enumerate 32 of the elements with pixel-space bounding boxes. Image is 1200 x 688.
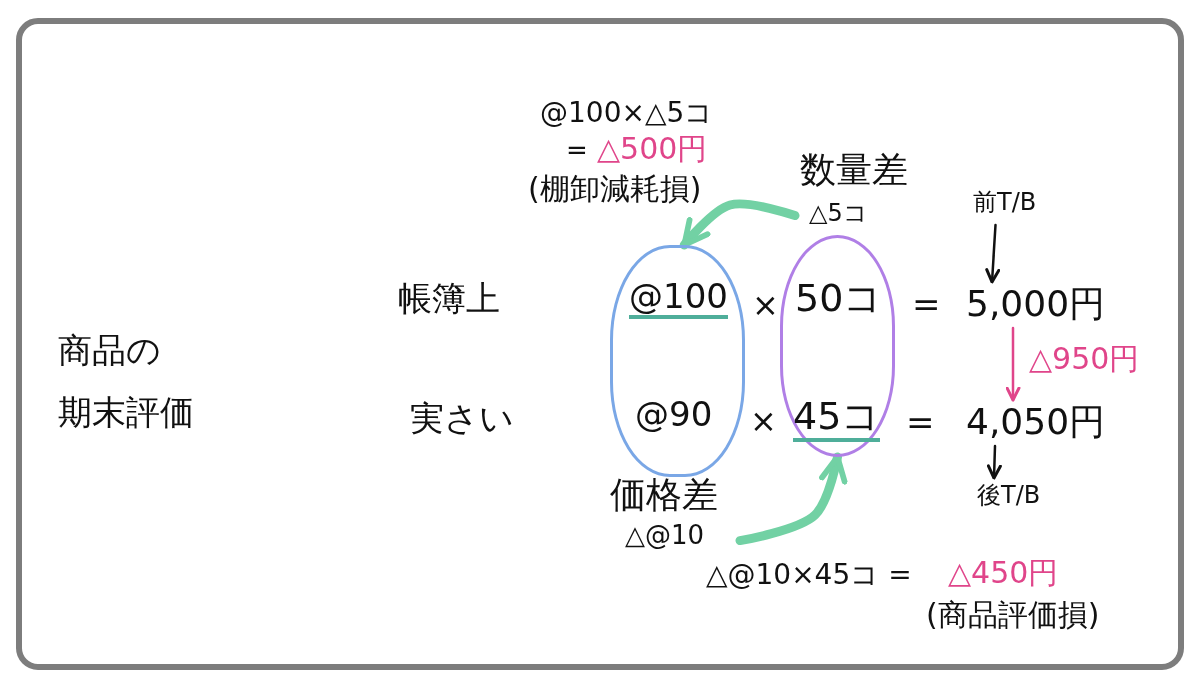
loss-name-text: (棚卸減耗損) [528, 172, 702, 205]
loss-amount-text: △500円 [597, 132, 708, 165]
balance-note-text: 前T/B [973, 189, 1037, 216]
balance-note-text: 後T/B [977, 482, 1041, 509]
quantity-text: 50コ [795, 278, 883, 320]
heading-text: 数量差 [800, 150, 908, 190]
amount-text: 5,000円 [966, 284, 1106, 324]
unit-price-text: @90 [635, 396, 713, 434]
equals-sign: = [566, 136, 588, 165]
loss-name-text: (商品評価損) [926, 598, 1100, 631]
equals-sign: = [906, 404, 935, 442]
formula-text: @100×△5コ [540, 98, 714, 129]
multiply-sign: × [752, 288, 779, 324]
arrow [735, 452, 848, 546]
arrow [985, 223, 1001, 284]
title-text: 期末評価 [58, 394, 194, 432]
formula-text: △@10×45コ = [706, 560, 912, 591]
multiply-sign: × [750, 404, 777, 440]
unit-price-text: @100 [629, 278, 728, 320]
difference-text: △5コ [809, 200, 868, 227]
arrow [1005, 326, 1021, 402]
equals-sign: = [912, 286, 941, 324]
difference-text: △@10 [625, 521, 705, 550]
loss-amount-text: △450円 [948, 556, 1059, 589]
arrow [986, 444, 1002, 480]
amount-text: 4,050円 [966, 402, 1106, 442]
quantity-text: 45コ [793, 396, 881, 442]
heading-text: 価格差 [610, 475, 718, 515]
row-label: 実さい [410, 400, 514, 438]
title-text: 商品の [58, 332, 161, 370]
row-label: 帳簿上 [398, 280, 500, 318]
arrow [679, 199, 800, 250]
